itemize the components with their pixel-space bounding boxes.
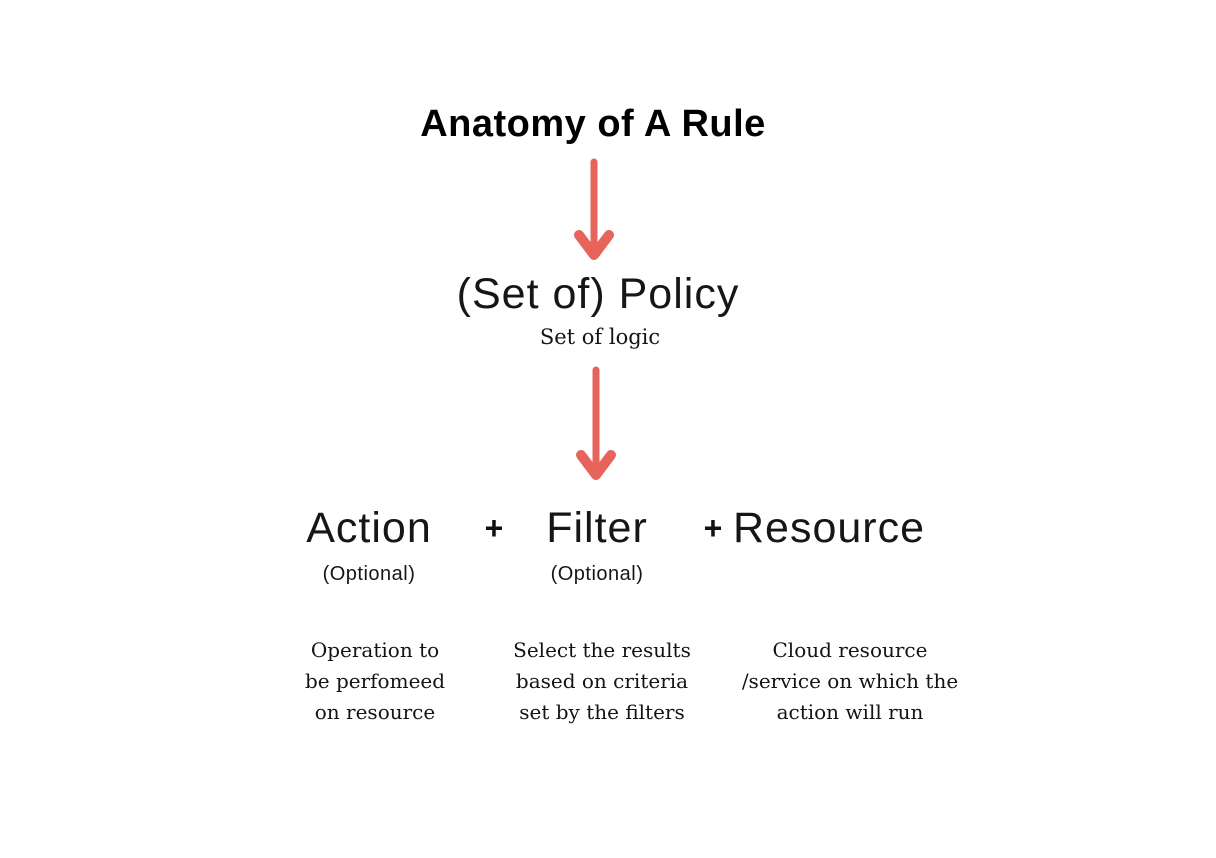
component-label-filter: Filter xyxy=(546,504,648,552)
diagram-title: Anatomy of A Rule xyxy=(420,103,766,145)
optional-tag-filter: (Optional) xyxy=(550,563,644,585)
optional-tag-action: (Optional) xyxy=(322,563,416,585)
component-label-action: Action xyxy=(306,504,432,552)
description-filter: Select the results based on criteria set… xyxy=(513,638,691,724)
arrow-down-icon xyxy=(574,158,614,260)
arrow-head xyxy=(576,450,616,480)
arrow-head xyxy=(574,230,614,260)
description-action: Operation to be perfomeed on resource xyxy=(304,638,446,724)
arrow-down-icon xyxy=(576,366,616,480)
component-label-resource: Resource xyxy=(732,504,926,552)
policy-label: (Set of) Policy xyxy=(456,270,740,318)
plus-sign: + xyxy=(484,510,504,546)
plus-sign: + xyxy=(703,510,723,546)
description-resource: Cloud resource /service on which the act… xyxy=(741,638,959,724)
policy-sublabel: Set of logic xyxy=(539,325,661,349)
